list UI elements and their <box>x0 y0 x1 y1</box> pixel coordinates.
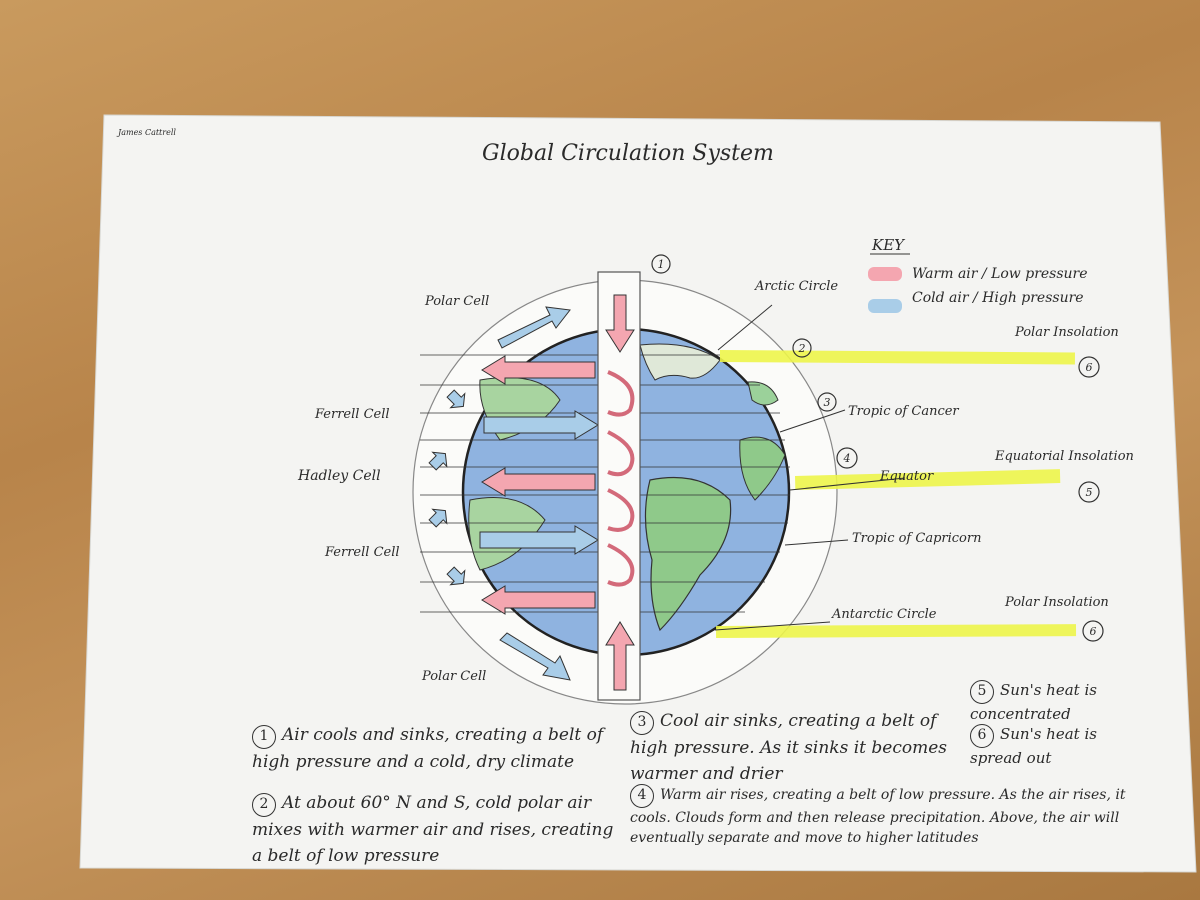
label-polar-insolation-top: Polar Insolation <box>1014 325 1119 340</box>
arrow-rise-bottom <box>605 621 635 691</box>
marker-3: 3 <box>824 396 831 409</box>
highlight-polar-top <box>719 350 1075 365</box>
marker-5: 5 <box>1086 486 1093 499</box>
note-4-number: 4 <box>630 784 654 808</box>
key-label-warm: Warm air / Low pressure <box>912 266 1088 282</box>
marker-6-bottom: 6 <box>1090 625 1097 638</box>
vertical-strip <box>597 271 641 701</box>
arrow-small-4 <box>446 566 466 586</box>
land-north-america <box>639 343 721 381</box>
label-tropic-cancer: Tropic of Cancer <box>848 404 959 419</box>
note-3-number: 3 <box>630 711 654 735</box>
land-africa-edge <box>739 436 786 501</box>
note-2-number: 2 <box>252 793 276 817</box>
arrow-polar-top <box>497 306 571 349</box>
label-equator: Equator <box>879 469 934 484</box>
label-antarctic-circle: Antarctic Circle <box>831 607 937 622</box>
circled-markers <box>651 254 1104 642</box>
note-1-number: 1 <box>252 725 276 749</box>
label-tropic-capricorn: Tropic of Capricorn <box>852 531 981 546</box>
note-4-text: Warm air rises, creating a belt of low p… <box>630 787 1126 846</box>
land-south-america <box>644 476 732 632</box>
arrow-row-5 <box>481 585 596 615</box>
author-name: James Cattrell <box>116 128 176 137</box>
land-greenland <box>747 381 779 406</box>
note-3-text: Cool air sinks, creating a belt of high … <box>630 711 947 784</box>
arrow-small-2 <box>428 451 448 471</box>
label-hadley-cell: Hadley Cell <box>297 468 381 484</box>
key-swatch-warm <box>868 267 902 281</box>
highlight-equatorial <box>795 469 1061 490</box>
note-2-text: At about 60° N and S, cold polar air mix… <box>252 793 614 866</box>
note-1-text: Air cools and sinks, creating a belt of … <box>252 725 604 772</box>
label-arctic-circle: Arctic Circle <box>754 279 838 294</box>
note-5-text: Sun's heat is concentrated <box>970 681 1097 723</box>
arrow-sink-top <box>605 294 635 353</box>
arrow-small-1 <box>446 389 466 409</box>
key-heading: KEY <box>871 236 906 254</box>
label-equatorial-insolation: Equatorial Insolation <box>994 449 1134 464</box>
curve-arrow-1 <box>607 370 635 417</box>
circulation-arrows-left <box>428 306 599 681</box>
marker-2: 2 <box>798 342 806 355</box>
curve-arrow-4 <box>607 543 635 587</box>
arrow-small-3 <box>428 508 448 528</box>
arrow-row-3 <box>481 467 596 497</box>
marker-4: 4 <box>843 452 851 465</box>
arrow-polar-bottom <box>499 632 571 681</box>
highlight-polar-bottom <box>716 624 1077 638</box>
arrow-row-4 <box>479 525 599 555</box>
label-ferrell-cell-bottom: Ferrell Cell <box>324 545 400 560</box>
leader-lines <box>714 304 906 631</box>
key: KEY Warm air / Low pressure Cold air / H… <box>868 236 1088 313</box>
note-5-number: 5 <box>970 680 994 704</box>
key-label-cold: Cold air / High pressure <box>912 290 1084 306</box>
arrow-row-1 <box>481 355 596 385</box>
curve-arrow-2 <box>607 430 635 477</box>
note-6-text: Sun's heat is spread out <box>970 725 1097 767</box>
curve-arrow-3 <box>607 488 635 532</box>
label-polar-cell-bottom: Polar Cell <box>421 669 486 684</box>
label-polar-cell-top: Polar Cell <box>424 294 489 309</box>
page-title: Global Circulation System <box>482 141 774 166</box>
label-ferrell-cell-top: Ferrell Cell <box>314 407 390 422</box>
marker-1: 1 <box>658 258 665 271</box>
arrow-row-2 <box>483 410 599 440</box>
key-swatch-cold <box>868 299 902 313</box>
note-6-number: 6 <box>970 724 994 748</box>
marker-6-top: 6 <box>1086 361 1093 374</box>
label-polar-insolation-bottom: Polar Insolation <box>1004 595 1109 610</box>
